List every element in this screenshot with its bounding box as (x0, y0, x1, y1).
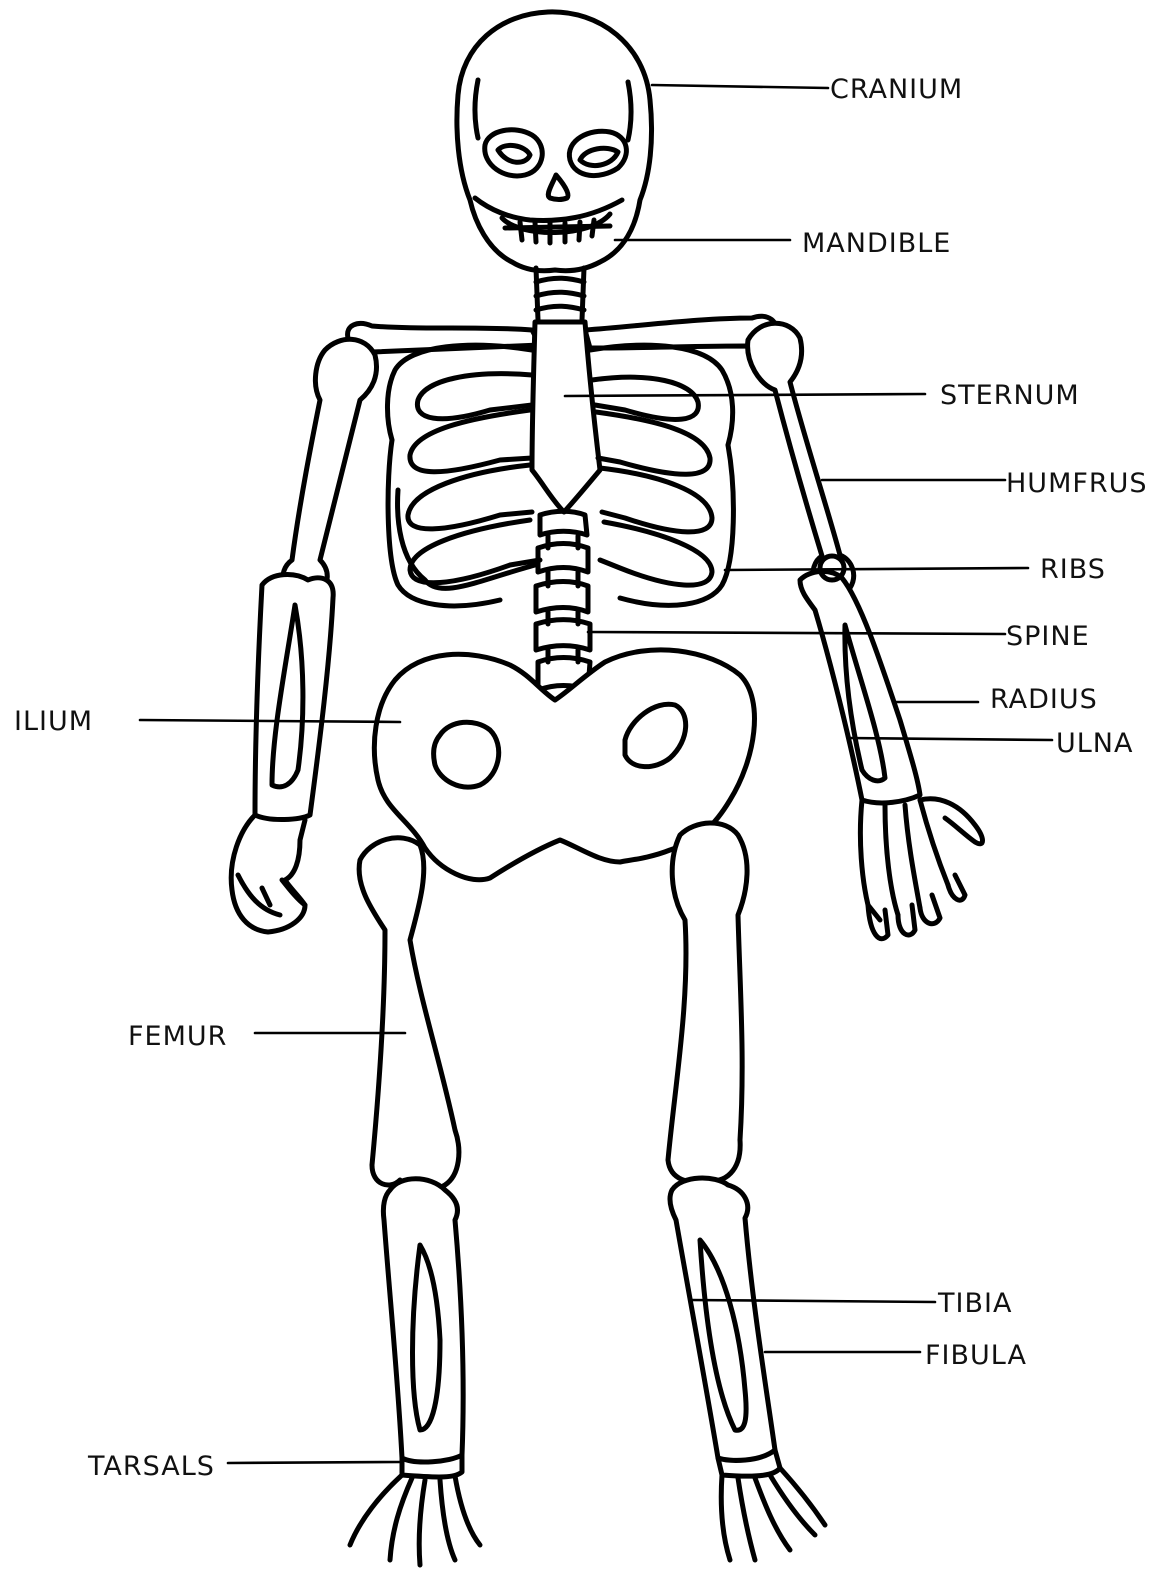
left-leg (350, 838, 480, 1565)
label-humerus: HUMFRUS (1006, 468, 1148, 499)
leader-sternum (565, 394, 925, 396)
right-leg (668, 823, 825, 1560)
right-arm (748, 323, 983, 939)
label-femur: FEMUR (128, 1021, 227, 1052)
label-ulna: ULNA (1056, 728, 1133, 759)
label-cranium: CRANIUM (830, 74, 963, 105)
skull (457, 12, 652, 271)
label-radius: RADIUS (990, 684, 1098, 715)
leader-ilium (140, 720, 400, 722)
label-tarsals: TARSALS (87, 1451, 215, 1482)
leader-cranium (652, 85, 828, 88)
label-ilium: ILIUM (14, 706, 93, 737)
label-mandible: MANDIBLE (802, 228, 951, 259)
right-ribs (590, 345, 733, 605)
left-arm (231, 339, 376, 932)
label-tibia: TIBIA (937, 1288, 1012, 1319)
label-spine: SPINE (1006, 621, 1090, 652)
left-ribs (387, 345, 540, 606)
neck-vertebrae (536, 268, 584, 320)
label-ribs: RIBS (1040, 554, 1106, 585)
leader-ribs (725, 568, 1028, 570)
leader-tarsals (228, 1462, 400, 1463)
label-sternum: STERNUM (940, 380, 1080, 411)
label-fibula: FIBULA (925, 1340, 1027, 1371)
spine (536, 511, 590, 690)
leader-spine (588, 632, 1005, 634)
